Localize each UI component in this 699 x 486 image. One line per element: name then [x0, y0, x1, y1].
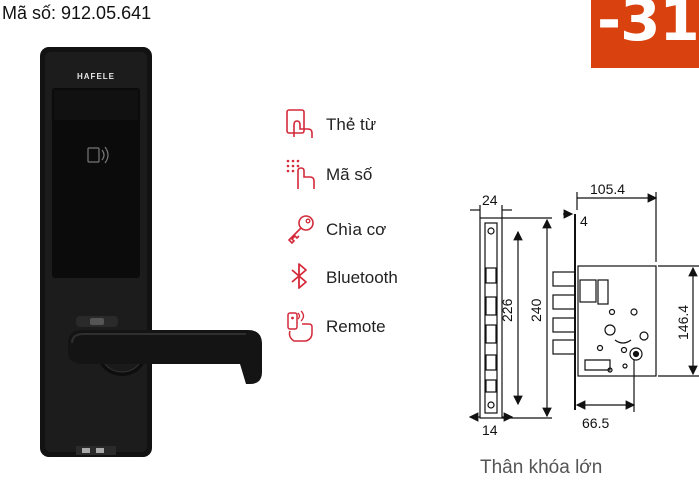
bluetooth-icon [291, 263, 307, 289]
feature-keypad: Mã số [284, 157, 444, 191]
feature-remote: Remote [284, 309, 444, 343]
feature-label: Thẻ từ [326, 115, 377, 134]
touch-panel [52, 88, 140, 278]
card-icon [286, 109, 313, 138]
dim-backset: 66.5 [582, 415, 609, 431]
discount-badge: -31% [591, 0, 699, 68]
lever-handle [68, 330, 262, 384]
dim-height-outer: 240 [528, 298, 544, 322]
dim-offset: 4 [580, 213, 588, 229]
drawing-caption: Thân khóa lớn [480, 457, 603, 478]
battery-contact [82, 448, 90, 453]
feature-label: Remote [326, 317, 386, 336]
feature-label: Chìa cơ [326, 220, 387, 239]
feature-bluetooth: Bluetooth [284, 260, 444, 294]
sku-label: Mã số: 912.05.641 [2, 3, 152, 23]
feature-label: Mã số [326, 165, 373, 184]
feature-label: Bluetooth [326, 268, 398, 287]
door-lock-image: HAFELE [40, 47, 262, 457]
key-icon [287, 215, 314, 245]
remote-hand-icon [287, 310, 313, 342]
dim-faceplate-bottom: 14 [482, 422, 498, 438]
lock-case-drawing [552, 214, 657, 410]
rfid-symbol-icon [87, 146, 109, 164]
feature-key: Chìa cơ [284, 212, 444, 246]
brand-logo: HAFELE [77, 72, 115, 81]
battery-contact [96, 448, 104, 453]
feature-card: Thẻ từ [284, 107, 444, 141]
dim-faceplate-width: 24 [482, 192, 498, 208]
keypad-touch-icon [286, 159, 315, 189]
dim-body-width: 105.4 [590, 181, 625, 197]
faceplate-drawing [479, 217, 503, 419]
dim-body-height: 146.4 [675, 305, 691, 340]
discount-text: -31% [597, 0, 699, 54]
dim-height-inner: 226 [499, 298, 515, 322]
